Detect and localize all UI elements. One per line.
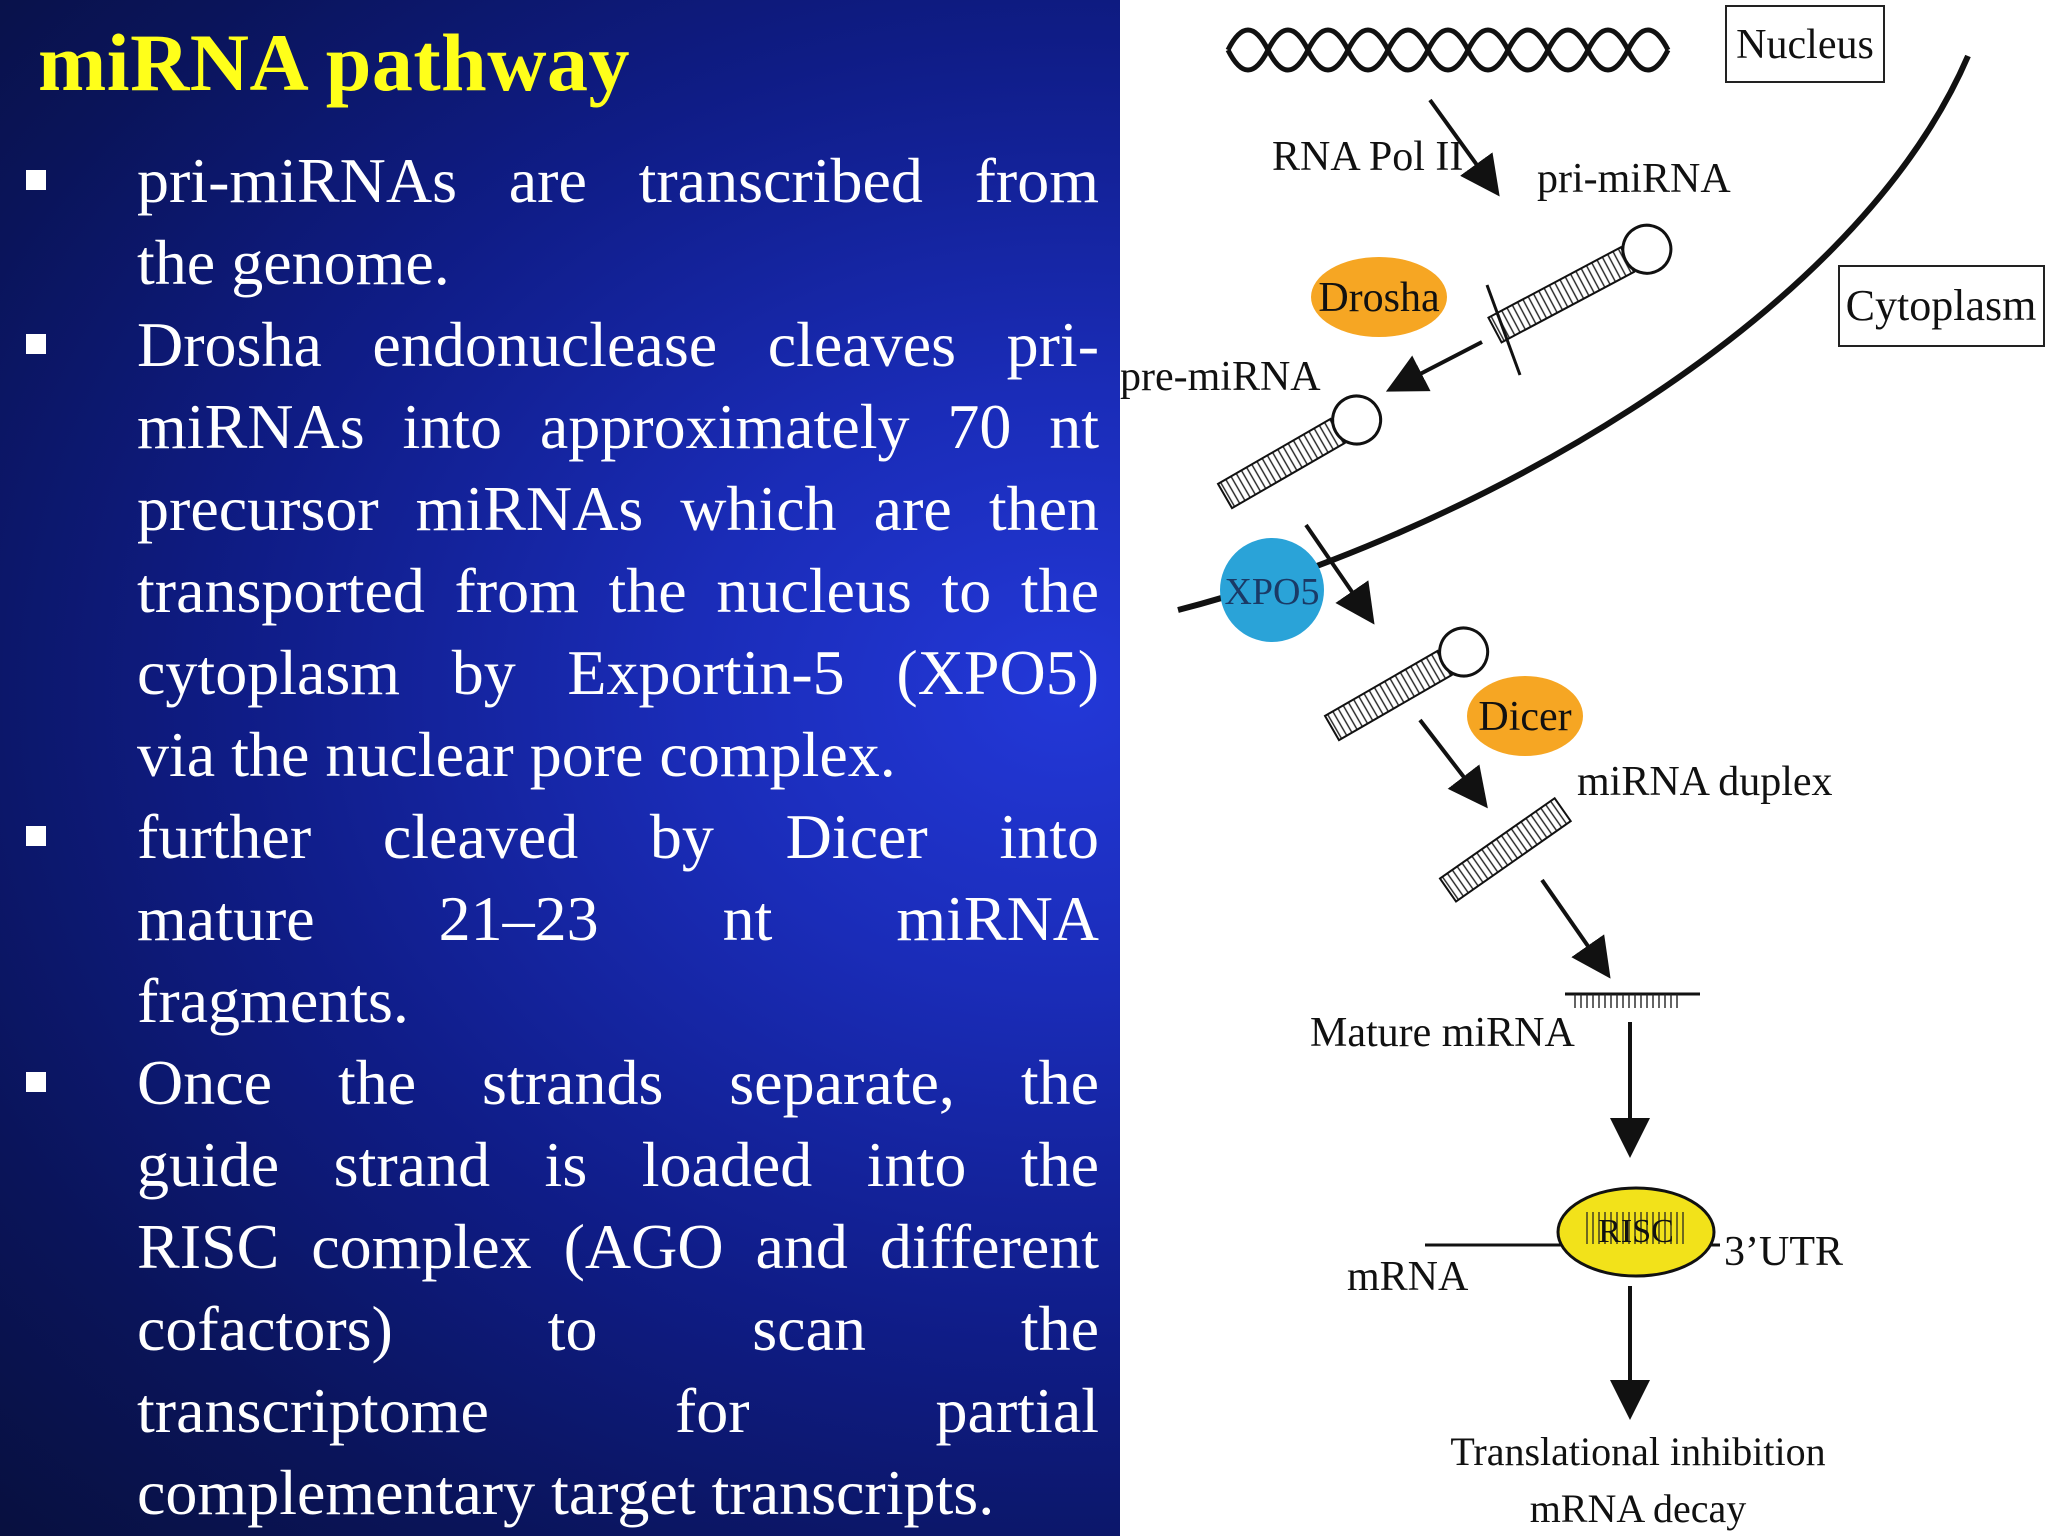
drosha-cleavage-arrow bbox=[1385, 340, 1483, 392]
export-arrow bbox=[1304, 523, 1375, 625]
rna-pol-ii-label: RNA Pol II bbox=[1272, 134, 1463, 180]
bullet-2-line-1: Drosha endonuclease cleaves pri- bbox=[137, 309, 1099, 380]
bullet-4-line-3: RISC complex (AGO and different bbox=[137, 1211, 1099, 1282]
pri-mirna-hairpin bbox=[1485, 223, 1673, 376]
bullet-4-line-2: guide strand is loaded into the bbox=[137, 1129, 1099, 1200]
dna-helix bbox=[1225, 27, 1671, 73]
dicer-label: Dicer bbox=[1478, 694, 1571, 740]
bullet-2-line-3: precursor miRNAs which are then bbox=[137, 473, 1099, 544]
bullet-2-line-6: via the nuclear pore complex. bbox=[137, 719, 896, 790]
mature-mirna-label: Mature miRNA bbox=[1310, 1010, 1575, 1056]
bullet-4-line-5: transcriptome for partial bbox=[137, 1375, 1099, 1446]
cytoplasm-label-box bbox=[1838, 265, 2045, 347]
bullet-2-line-2: miRNAs into approximately 70 nt bbox=[137, 391, 1099, 462]
transcription-arrow bbox=[1428, 98, 1500, 197]
nucleus-label-box bbox=[1725, 5, 1885, 83]
mirna-duplex-label: miRNA duplex bbox=[1577, 759, 1833, 805]
pre-mirna-hairpin bbox=[1216, 394, 1383, 510]
mature-mirna-strand bbox=[1565, 992, 1700, 1008]
bullet-marker bbox=[26, 826, 46, 846]
bullet-marker bbox=[26, 1072, 46, 1092]
nucleus-label: Nucleus bbox=[1736, 22, 1874, 68]
pre-mirna-label: pre-miRNA bbox=[1120, 354, 1321, 400]
three-prime-utr-label: 3’UTR bbox=[1724, 1229, 1843, 1275]
pri-mirna-label: pri-miRNA bbox=[1537, 156, 1731, 202]
bullet-4-line-6: complementary target transcripts. bbox=[137, 1457, 995, 1528]
bullet-3-line-3: fragments. bbox=[137, 965, 409, 1036]
xpo5-exportin bbox=[1220, 538, 1324, 642]
xpo5-label: XPO5 bbox=[1224, 571, 1319, 613]
diagram-panel: Nucleus Cytoplasm RNA Pol II pri-miRNA D… bbox=[1120, 0, 2048, 1536]
drosha-label: Drosha bbox=[1318, 275, 1440, 321]
bullet-1-line-2: the genome. bbox=[137, 227, 450, 298]
bullet-1-line-1: pri-miRNAs are transcribed from bbox=[137, 145, 1099, 216]
strand-separation-arrow bbox=[1540, 878, 1611, 979]
dicer-cleavage-arrow bbox=[1418, 718, 1488, 809]
slide-title: miRNA pathway bbox=[38, 17, 630, 108]
bullet-4-line-1: Once the strands separate, the bbox=[137, 1047, 1099, 1118]
dicer-enzyme bbox=[1467, 676, 1583, 756]
drosha-enzyme bbox=[1311, 257, 1447, 337]
translational-inhibition-label: Translational inhibition bbox=[1450, 1429, 1825, 1474]
mrna-label: mRNA bbox=[1347, 1254, 1469, 1300]
bullet-3-line-2: mature 21–23 nt miRNA bbox=[137, 883, 1099, 954]
bullet-2-line-4: transported from the nucleus to the bbox=[137, 555, 1099, 626]
risc-complex bbox=[1556, 1186, 1716, 1278]
risc-label: RISC bbox=[1598, 1213, 1674, 1250]
bullet-3-line-1: further cleaved by Dicer into bbox=[137, 801, 1099, 872]
mrna-decay-label: mRNA decay bbox=[1530, 1486, 1747, 1531]
mirna-duplex bbox=[1438, 796, 1573, 903]
bullet-4-line-4: cofactors) to scan the bbox=[137, 1293, 1099, 1364]
text-panel: miRNA pathway pri-miRNAs are transcribed… bbox=[0, 0, 1120, 1536]
bullet-marker bbox=[26, 170, 46, 190]
cytoplasmic-pre-mirna bbox=[1323, 626, 1490, 742]
bullet-2-line-5: cytoplasm by Exportin-5 (XPO5) bbox=[137, 637, 1099, 708]
mirna-pathway-diagram: Nucleus Cytoplasm RNA Pol II pri-miRNA D… bbox=[1120, 5, 2045, 1531]
bullet-marker bbox=[26, 334, 46, 354]
cytoplasm-label: Cytoplasm bbox=[1846, 281, 2037, 330]
